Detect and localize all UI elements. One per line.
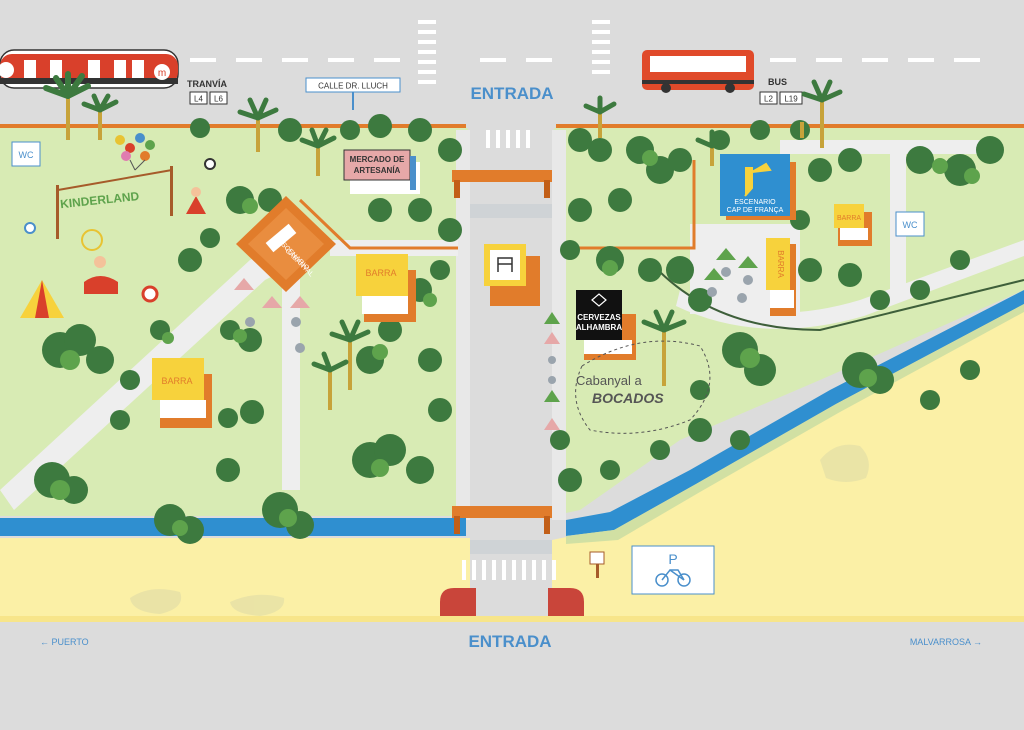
street-name: CALLE DR. LLUCH [318, 82, 388, 91]
park-path-right-top [780, 140, 1000, 154]
zebra-crossing-top-left [418, 20, 436, 84]
cervezas-label-line2: ALHAMBRA [576, 323, 622, 332]
arch-top [452, 170, 552, 218]
mercado-artesania-stand: MERCADO DE ARTESANÍA [343, 149, 420, 194]
tram-label: TRANVÍA [187, 79, 227, 89]
street-sign: CALLE DR. LLUCH [305, 77, 401, 110]
cervezas-alhambra-stand: CERVEZAS ALHAMBRA [576, 290, 636, 360]
park-border-top-left [0, 124, 466, 128]
dark-path-line [659, 271, 1024, 332]
zebra-crossing-top-right [592, 20, 610, 74]
park-path-vertical [282, 260, 300, 490]
mercado-label-line2: ARTESANÍA [354, 166, 401, 175]
barra-label-right-vertical: BARRA [776, 250, 785, 278]
escenario-cap-line1: ESCENARIO [734, 199, 776, 206]
wc-sign-right: WC [895, 211, 925, 237]
curb-right [548, 588, 584, 620]
escenario-cap-line2: CAP DE FRANÇA [727, 207, 784, 214]
avenue-sidewalk-right [552, 130, 566, 520]
park-path-diagonal [0, 240, 300, 510]
sand-shadows [130, 444, 869, 616]
park-border-top-right [556, 124, 1024, 128]
barra-stand-right-small: BARRA [834, 204, 872, 246]
entrance-bottom-label: ENTRADA [468, 632, 551, 651]
bike-post [589, 551, 605, 578]
bocados-label-line1: Cabanyal a [576, 373, 643, 388]
arch-bottom [452, 506, 552, 554]
mercado-label-line1: MERCADO DE [350, 155, 405, 164]
palm-trees-left [43, 71, 371, 410]
cervezas-label-line1: CERVEZAS [577, 313, 621, 322]
direction-malvarrosa: MALVARROSA → [910, 637, 982, 647]
water-channel-right [566, 290, 1024, 536]
umbrellas-right [704, 248, 758, 303]
zebra-crossing-avenue-bottom [462, 560, 556, 580]
tram-line-badges: L4 L6 [189, 91, 228, 105]
kiosk-avenue [484, 244, 540, 306]
barra-stand-bottom-left: BARRA [152, 358, 212, 428]
escenario-cabanyal-stage: ESCENARIO CABANYAL [236, 196, 336, 292]
road-dashes-top [190, 58, 980, 62]
trumpet-player-icon [744, 162, 772, 197]
sidewalk-bottom [0, 616, 1024, 622]
bus-line-badges: L2 L19 [759, 91, 803, 105]
tram: m [0, 49, 179, 89]
wc-left-label: WC [19, 150, 34, 160]
umbrellas-avenue [544, 312, 560, 430]
bus [642, 50, 754, 93]
kinderland-area: KINDERLAND [20, 133, 216, 318]
bicycle-parking-sign: P [631, 545, 715, 595]
trees-left [34, 71, 462, 544]
palm-trees-right [583, 79, 843, 386]
direction-puerto: ← PUERTO [40, 637, 89, 647]
park-path-right-curve [676, 240, 1024, 329]
tram-logo: m [158, 68, 166, 79]
bus-label: BUS [768, 77, 787, 87]
umbrellas-left [234, 278, 310, 353]
zebra-crossing-avenue-top [486, 130, 530, 148]
entrance-top-label: ENTRADA [470, 84, 553, 103]
beach-sand [0, 290, 1024, 620]
kiosk-icon [497, 257, 513, 272]
barra-label-center-left: BARRA [365, 268, 396, 278]
bicycle-icon [655, 568, 691, 587]
wc-right-label: WC [903, 220, 918, 230]
tram-line-l6: L6 [214, 95, 223, 104]
escenario-cap-de-franca-stage: ESCENARIO CAP DE FRANÇA [720, 154, 796, 220]
wc-sign-left: WC [11, 141, 41, 167]
barra-label-right-small: BARRA [837, 215, 861, 222]
bocados-area: Cabanyal a BOCADOS [575, 340, 711, 434]
parking-p-label: P [668, 551, 677, 567]
barra-label-bottom-left: BARRA [161, 376, 192, 386]
bocados-label-line2: BOCADOS [592, 390, 664, 406]
bus-line-l19: L19 [784, 95, 798, 104]
orange-boundary-left [298, 198, 458, 250]
barra-stand-right-vertical: BARRA [766, 238, 796, 316]
alhambra-logo-icon [591, 293, 607, 307]
curb-left [440, 588, 476, 620]
bus-line-l2: L2 [764, 95, 773, 104]
tram-line-l4: L4 [194, 95, 203, 104]
water-channel [0, 518, 466, 536]
trees-right [550, 79, 1004, 492]
barra-stand-center-left: BARRA [356, 254, 416, 322]
